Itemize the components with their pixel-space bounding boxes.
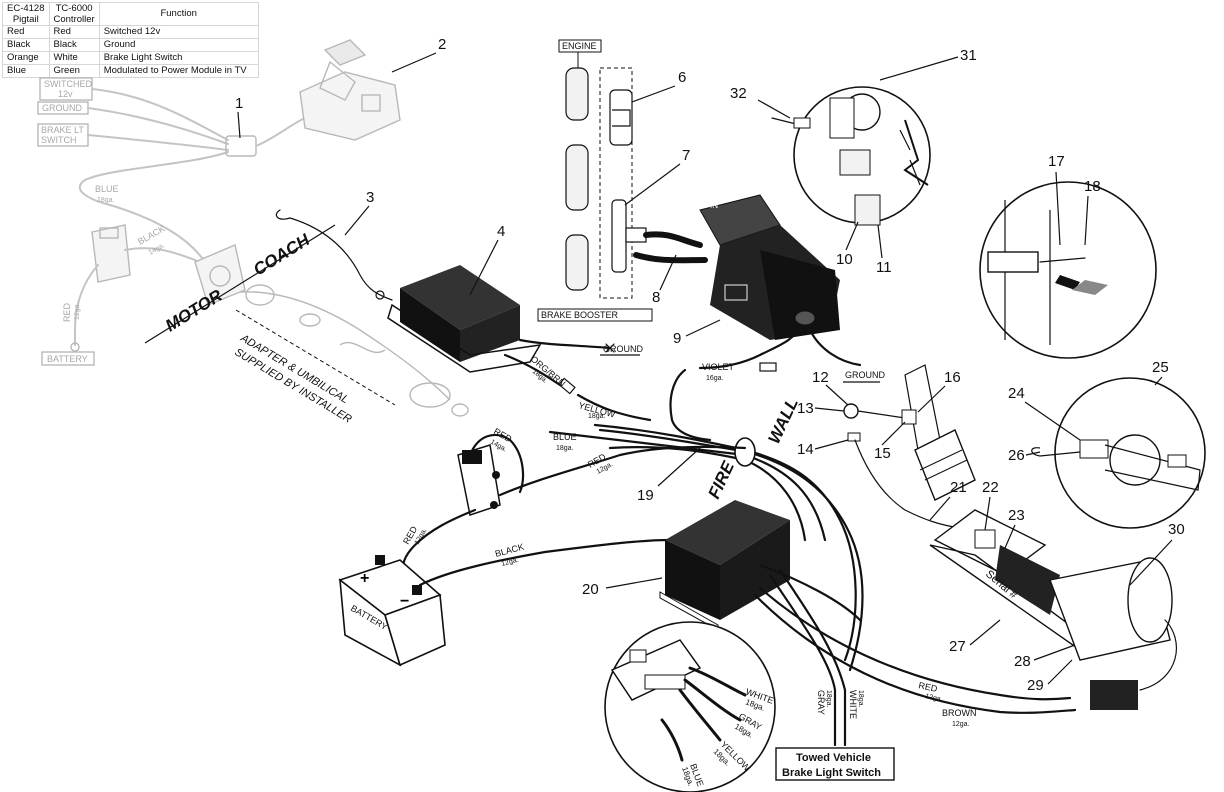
svg-text:GROUND: GROUND xyxy=(42,103,82,113)
svg-text:18ga.: 18ga. xyxy=(556,445,574,452)
svg-text:WHITE: WHITE xyxy=(848,690,858,719)
callout-27: 27 xyxy=(949,638,966,655)
ghost-circuit-breaker: BLACK 14ga. RED 12ga. BATTERY xyxy=(41,223,201,366)
callout-15: 15 xyxy=(874,445,891,462)
firewall-grommet xyxy=(734,437,756,467)
battery-minus-icon: − xyxy=(400,593,409,610)
pin-inset xyxy=(1031,377,1206,529)
pigtail-connector xyxy=(225,135,257,157)
callout-24: 24 xyxy=(1008,385,1025,402)
callout-20: 20 xyxy=(582,581,599,598)
controller-box xyxy=(659,500,790,631)
brake-booster-hose-group: ENGINE BRAKE BOOSTER xyxy=(537,39,708,322)
svg-text:RED: RED xyxy=(62,302,72,322)
ghost-pigtail-group: SWITCHED 12v GROUND BRAKE LT SWITCH BLUE… xyxy=(37,39,469,417)
svg-text:12v: 12v xyxy=(58,89,73,99)
callout-19: 19 xyxy=(637,487,654,504)
svg-text:18ga.: 18ga. xyxy=(97,197,115,204)
callout-3: 3 xyxy=(366,189,374,206)
svg-text:BRAKE BOOSTER: BRAKE BOOSTER xyxy=(541,310,619,320)
battery-plus-icon: + xyxy=(360,570,369,587)
callout-2: 2 xyxy=(438,36,446,53)
svg-text:Towed Vehicle: Towed Vehicle xyxy=(796,752,871,764)
callout-17: 17 xyxy=(1048,153,1065,170)
svg-text:16ga.: 16ga. xyxy=(706,375,724,382)
svg-text:BLUE: BLUE xyxy=(95,184,119,194)
callout-32: 32 xyxy=(730,85,747,102)
callout-8: 8 xyxy=(652,289,660,306)
callout-6: 6 xyxy=(678,69,686,86)
svg-text:18ga.: 18ga. xyxy=(588,413,606,420)
callout-13: 13 xyxy=(797,400,814,417)
callout-25: 25 xyxy=(1152,359,1169,376)
svg-text:GROUND: GROUND xyxy=(603,344,643,354)
callout-14: 14 xyxy=(797,441,814,458)
svg-text:12ga.: 12ga. xyxy=(952,721,970,728)
callout-28: 28 xyxy=(1014,653,1031,670)
svg-text:BROWN: BROWN xyxy=(942,708,977,718)
svg-text:BRAKE LT: BRAKE LT xyxy=(41,125,84,135)
callout-10: 10 xyxy=(836,251,853,268)
brake-booster-unit: IN xyxy=(699,194,840,340)
svg-text:Brake Light Switch: Brake Light Switch xyxy=(782,767,881,779)
callout-4: 4 xyxy=(497,223,505,240)
ghost-battery-box xyxy=(41,351,95,366)
callout-30: 30 xyxy=(1168,521,1185,538)
pedal-clamp-inset xyxy=(979,181,1157,359)
svg-text:IN: IN xyxy=(710,201,718,210)
callout-1: 1 xyxy=(235,95,243,112)
callout-12: 12 xyxy=(812,369,829,386)
connector-inset: WHITE 18ga. GRAY 18ga. YELLOW 18ga. BLUE… xyxy=(604,621,776,792)
svg-text:18ga.: 18ga. xyxy=(825,690,832,708)
table-row: Blue Green Modulated to Power Module in … xyxy=(2,64,259,78)
motor-label: MOTOR xyxy=(162,286,226,336)
svg-text:12ga.: 12ga. xyxy=(925,693,944,704)
circuit-breaker xyxy=(457,444,501,516)
callout-7: 7 xyxy=(682,147,690,164)
battery: + − BATTERY xyxy=(338,555,446,667)
fire-label: FIRE xyxy=(704,458,738,502)
svg-text:14ga.: 14ga. xyxy=(148,242,167,257)
callout-23: 23 xyxy=(1008,507,1025,524)
actuator: Serial # xyxy=(929,509,1178,710)
svg-text:18ga.: 18ga. xyxy=(857,690,864,708)
towed-vehicle-box xyxy=(775,747,895,781)
callout-22: 22 xyxy=(982,479,999,496)
col-function-header: Function xyxy=(98,2,259,26)
callout-26: 26 xyxy=(1008,447,1025,464)
brake-controller xyxy=(299,39,401,141)
callout-29: 29 xyxy=(1027,677,1044,694)
callout-11: 11 xyxy=(876,259,892,276)
callout-31: 31 xyxy=(960,47,977,64)
table-row: Red Red Switched 12v xyxy=(2,25,259,39)
callout-21: 21 xyxy=(950,479,967,496)
svg-text:BATTERY: BATTERY xyxy=(47,354,88,364)
svg-text:12ga.: 12ga. xyxy=(74,302,81,320)
svg-text:BLUE: BLUE xyxy=(553,432,577,442)
svg-text:GRAY: GRAY xyxy=(816,690,826,715)
cable-inset xyxy=(793,86,931,226)
callout-9: 9 xyxy=(673,330,681,347)
power-module xyxy=(387,265,542,373)
svg-text:VIOLET: VIOLET xyxy=(702,362,735,372)
svg-text:ENGINE: ENGINE xyxy=(562,41,597,51)
svg-text:SWITCHED: SWITCHED xyxy=(44,79,92,89)
callout-18: 18 xyxy=(1084,178,1101,195)
coach-label: COACH xyxy=(250,230,314,280)
callout-16: 16 xyxy=(944,369,961,386)
svg-text:RED: RED xyxy=(918,680,939,694)
svg-text:SWITCH: SWITCH xyxy=(41,135,77,145)
svg-text:12ga.: 12ga. xyxy=(501,557,520,568)
svg-text:GROUND: GROUND xyxy=(845,370,885,380)
callouts: 1 2 3 4 6 7 8 9 10 11 12 13 14 15 16 17 … xyxy=(235,36,1185,694)
